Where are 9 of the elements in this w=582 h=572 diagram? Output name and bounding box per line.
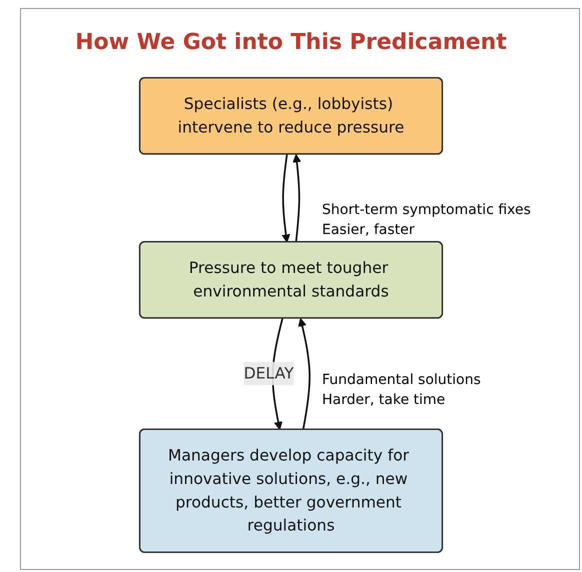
edge-label: DELAY bbox=[244, 364, 294, 382]
loop-label: Easier, faster bbox=[322, 222, 415, 238]
loop-label: Short-term symptomatic fixes bbox=[322, 202, 531, 218]
title: How We Got into This Predicament bbox=[74, 30, 508, 55]
arrow bbox=[292, 154, 302, 242]
arrow bbox=[282, 154, 290, 243]
arrow bbox=[298, 318, 310, 430]
loop-label: Fundamental solutions bbox=[322, 372, 481, 388]
loop-label: Harder, take time bbox=[322, 392, 446, 408]
